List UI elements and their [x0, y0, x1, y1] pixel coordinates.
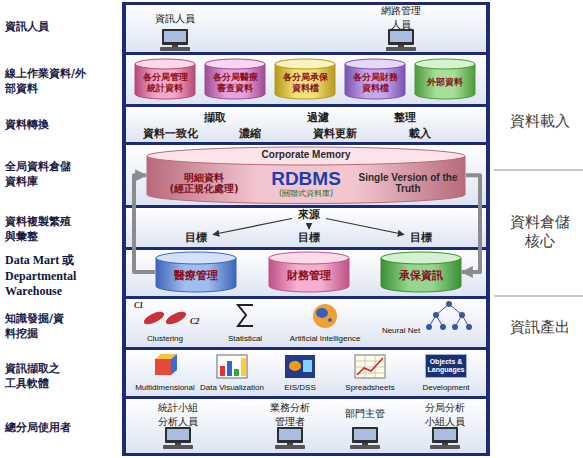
clustering-icon	[142, 309, 188, 326]
cluster-mark: C1	[134, 301, 148, 310]
source-database: 各分局管理統計資料	[134, 58, 196, 100]
spreadsheet-icon	[355, 355, 385, 378]
tool-caption: EIS/DSS	[265, 383, 335, 392]
warehouse-database: Corporate Memory 明細資料 (經正規化處理) RDBMS(關聯式資料…	[146, 146, 466, 205]
process-step: 整理	[375, 110, 435, 125]
row-label: 資料複製繁殖與彙整	[5, 214, 77, 244]
data-mart: 財務管理	[268, 251, 350, 293]
node-text: Corporate Memory	[262, 149, 351, 161]
flow-label-box: 目標	[294, 231, 324, 245]
tool-caption: Neural Net	[378, 326, 424, 335]
node-text: 各分局承保資料檔	[279, 72, 331, 93]
tool-caption: Multidimensional	[130, 383, 200, 392]
row-label: 全局資料倉儲資料庫	[5, 159, 77, 189]
section-divider	[494, 170, 583, 296]
node-text: 醫療管理	[174, 270, 218, 283]
node-text: 目標	[185, 232, 207, 245]
process-step: 過濾	[288, 110, 348, 125]
node-text: 承保資訊	[399, 270, 443, 283]
sigma-symbol	[238, 305, 253, 326]
user-label: 分局分析小組人員	[423, 401, 467, 429]
node-text: RDBMS	[271, 168, 341, 190]
node-text: 目標	[298, 232, 320, 245]
data-mart: 承保資訊	[380, 251, 462, 293]
section-label: 資料倉儲核心	[507, 213, 573, 251]
node-text: 目標	[410, 232, 432, 245]
neural-net-icon	[426, 301, 472, 330]
user-label: 網路管理人員	[380, 4, 422, 32]
source-database: 各分局承保資料檔	[274, 58, 336, 100]
row-label: 線上作業資料/外部資料	[5, 66, 87, 96]
section-label: 資料載入	[507, 112, 573, 131]
node-text: (關聯式資料庫)	[279, 189, 333, 198]
eis-icon	[285, 355, 315, 378]
node-text: 財務管理	[287, 270, 331, 283]
tool-caption: Statistical	[210, 334, 280, 343]
user-label: 資訊人員	[145, 12, 205, 26]
flow-label-box: 目標	[406, 231, 436, 245]
node-text: 外部資料	[427, 77, 463, 87]
data-mart: 醫療管理	[155, 251, 237, 293]
flow-label-box: 來源	[294, 208, 324, 222]
row-label: 總分局使用者	[5, 420, 115, 435]
node-text: Single Version of the Truth	[358, 172, 458, 195]
chart-icon	[217, 355, 247, 378]
tool-caption: Data Visualization	[197, 383, 267, 392]
node-text: 來源	[298, 209, 320, 222]
row-label: 資料轉換	[5, 117, 115, 132]
process-step: 擷取	[185, 110, 245, 125]
section-label: 資訊產出	[507, 318, 573, 337]
tool-caption: Development	[411, 383, 481, 392]
process-step: 濃縮	[220, 126, 280, 141]
cube-icon	[155, 354, 177, 375]
node-text: 各分局醫療審查資料	[209, 72, 261, 93]
user-label: 統計小組分析人員	[156, 401, 200, 429]
row-label: 資訊人員	[5, 19, 115, 34]
row-label: 知識發掘/資料挖掘	[5, 311, 67, 341]
node-text: 明細資料 (經正規化處理)	[154, 172, 254, 195]
node-text: Objects & Languages	[428, 358, 465, 374]
cluster-mark: C2	[190, 317, 204, 326]
row-label: Data Mart 或 Departmental Warehouse	[5, 252, 120, 299]
source-database: 外部資料	[414, 58, 476, 100]
ai-head-icon	[313, 304, 337, 328]
flow-arrow	[308, 224, 309, 229]
panel-frame	[122, 2, 490, 456]
node-text: 各分局管理統計資料	[139, 72, 191, 93]
tool-caption: Spreadsheets	[335, 383, 405, 392]
tool-box: Objects & Languages	[425, 354, 467, 378]
flow-arrow	[326, 219, 404, 235]
user-label: 部門主管	[343, 407, 387, 421]
flow-arrow	[213, 219, 292, 235]
source-database: 各分局財務資料檔	[344, 58, 406, 100]
user-label: 業務分析管理者	[268, 401, 312, 429]
process-step: 資料更新	[300, 126, 370, 141]
row-bands	[126, 5, 486, 453]
flow-label-box: 目標	[181, 231, 211, 245]
process-step: 資料一致化	[130, 126, 210, 141]
row-label: 資訊擷取之工具軟體	[5, 361, 67, 391]
node-text: 各分局財務資料檔	[349, 72, 401, 93]
tool-caption: Artificial Intelligence	[280, 334, 370, 343]
source-database: 各分局醫療審查資料	[204, 58, 266, 100]
process-step: 載入	[390, 126, 450, 141]
tool-caption: Clustering	[130, 334, 200, 343]
